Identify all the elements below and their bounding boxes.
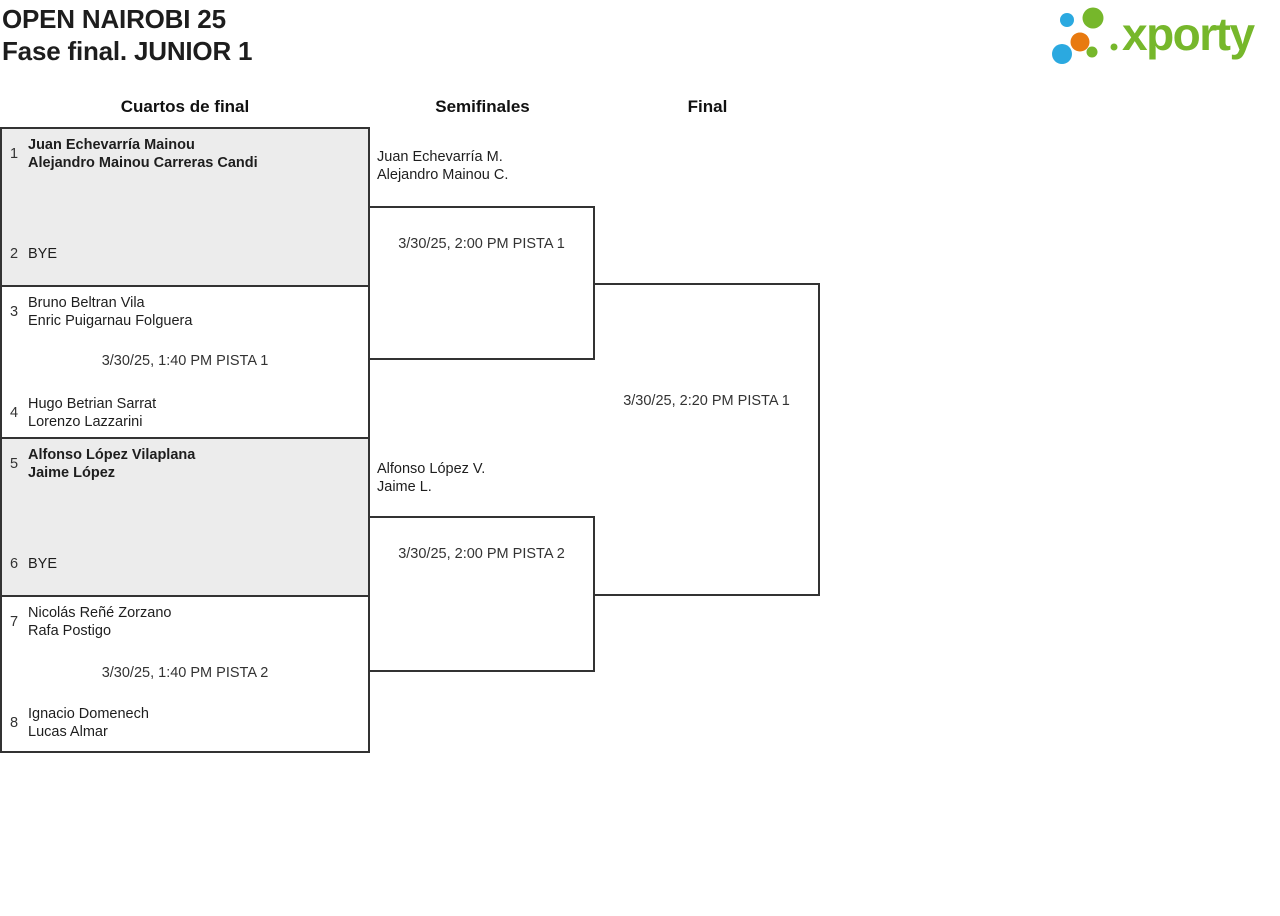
team-line: Alfonso López V. bbox=[377, 461, 486, 477]
tournament-phase: Fase final. JUNIOR 1 bbox=[2, 36, 253, 66]
team-line: Alejandro Mainou C. bbox=[377, 167, 509, 183]
team-names: Hugo Betrian Sarrat Lorenzo Lazzarini bbox=[28, 395, 156, 431]
sf2-advanced-team: Alfonso López V. Jaime L. bbox=[377, 460, 485, 496]
seed-number: 5 bbox=[10, 456, 19, 472]
team-row: 2 BYE bbox=[10, 245, 362, 263]
sf-match-1: 3/30/25, 2:00 PM PISTA 1 bbox=[370, 206, 595, 360]
team-line: BYE bbox=[28, 246, 58, 262]
qf-match-4: 7 Nicolás Reñé Zorzano Rafa Postigo 3/30… bbox=[2, 595, 368, 751]
qf-match-3: 5 Alfonso López Vilaplana Jaime López 6 … bbox=[2, 437, 368, 595]
round-header-quarterfinals: Cuartos de final bbox=[120, 97, 250, 116]
tournament-title: OPEN NAIROBI 25 Fase final. JUNIOR 1 bbox=[2, 3, 253, 67]
team-line: Juan Echevarría M. bbox=[377, 149, 503, 165]
team-names: Nicolás Reñé Zorzano Rafa Postigo bbox=[28, 604, 171, 640]
xporty-logo[interactable]: xporty bbox=[1045, 5, 1273, 67]
team-line: Enric Puigarnau Folguera bbox=[28, 313, 193, 329]
team-names: BYE bbox=[28, 245, 57, 263]
seed-number: 4 bbox=[10, 405, 19, 421]
team-row: 5 Alfonso López Vilaplana Jaime López bbox=[10, 446, 362, 482]
sf1-advanced-team: Juan Echevarría M. Alejandro Mainou C. bbox=[377, 148, 508, 184]
team-line: Ignacio Domenech bbox=[28, 706, 149, 722]
team-names: Ignacio Domenech Lucas Almar bbox=[28, 705, 149, 741]
match-schedule: 3/30/25, 1:40 PM PISTA 2 bbox=[101, 665, 269, 681]
seed-number: 6 bbox=[10, 556, 19, 572]
team-line: Alejandro Mainou Carreras Candi bbox=[28, 155, 258, 171]
sf-match-2: 3/30/25, 2:00 PM PISTA 2 bbox=[370, 516, 595, 672]
seed-number: 7 bbox=[10, 614, 19, 630]
team-row: 6 BYE bbox=[10, 555, 362, 573]
seed-number: 3 bbox=[10, 304, 19, 320]
team-line: Alfonso López Vilaplana bbox=[28, 447, 196, 463]
team-names: Juan Echevarría Mainou Alejandro Mainou … bbox=[28, 136, 258, 172]
match-schedule: 3/30/25, 2:20 PM PISTA 1 bbox=[623, 393, 790, 409]
match-schedule: 3/30/25, 1:40 PM PISTA 1 bbox=[101, 353, 269, 369]
team-line: Jaime L. bbox=[377, 479, 432, 495]
team-line: Nicolás Reñé Zorzano bbox=[28, 605, 172, 621]
team-row: 8 Ignacio Domenech Lucas Almar bbox=[10, 705, 362, 741]
team-names: Bruno Beltran Vila Enric Puigarnau Folgu… bbox=[28, 294, 192, 330]
team-row: 7 Nicolás Reñé Zorzano Rafa Postigo bbox=[10, 604, 362, 640]
seed-number: 2 bbox=[10, 246, 19, 262]
xporty-logo-dots-icon bbox=[1052, 7, 1118, 64]
team-line: Juan Echevarría Mainou bbox=[28, 137, 195, 153]
qf-match-1: 1 Juan Echevarría Mainou Alejandro Maino… bbox=[2, 129, 368, 285]
team-row: 3 Bruno Beltran Vila Enric Puigarnau Fol… bbox=[10, 294, 362, 330]
team-row: 4 Hugo Betrian Sarrat Lorenzo Lazzarini bbox=[10, 395, 362, 431]
seed-number: 1 bbox=[10, 146, 19, 162]
team-line: BYE bbox=[28, 556, 58, 572]
team-line: Jaime López bbox=[28, 465, 116, 481]
round-header-final: Final bbox=[687, 97, 728, 116]
team-names: BYE bbox=[28, 555, 57, 573]
team-names: Alfonso López Vilaplana Jaime López bbox=[28, 446, 195, 482]
team-line: Bruno Beltran Vila bbox=[28, 295, 145, 311]
match-schedule: 3/30/25, 2:00 PM PISTA 2 bbox=[398, 546, 565, 562]
match-schedule: 3/30/25, 2:00 PM PISTA 1 bbox=[398, 236, 565, 252]
seed-number: 8 bbox=[10, 715, 19, 731]
round-header-semifinals: Semifinales bbox=[435, 97, 530, 116]
team-line: Rafa Postigo bbox=[28, 623, 112, 639]
final-match: 3/30/25, 2:20 PM PISTA 1 bbox=[595, 283, 820, 596]
xporty-logo-wordmark: xporty bbox=[1122, 8, 1255, 60]
qf-match-2: 3 Bruno Beltran Vila Enric Puigarnau Fol… bbox=[2, 285, 368, 437]
tournament-name: OPEN NAIROBI 25 bbox=[2, 4, 226, 34]
team-line: Hugo Betrian Sarrat bbox=[28, 396, 157, 412]
team-row: 1 Juan Echevarría Mainou Alejandro Maino… bbox=[10, 136, 362, 172]
team-line: Lorenzo Lazzarini bbox=[28, 414, 143, 430]
team-line: Lucas Almar bbox=[28, 724, 108, 740]
quarterfinals-column: 1 Juan Echevarría Mainou Alejandro Maino… bbox=[0, 127, 370, 753]
